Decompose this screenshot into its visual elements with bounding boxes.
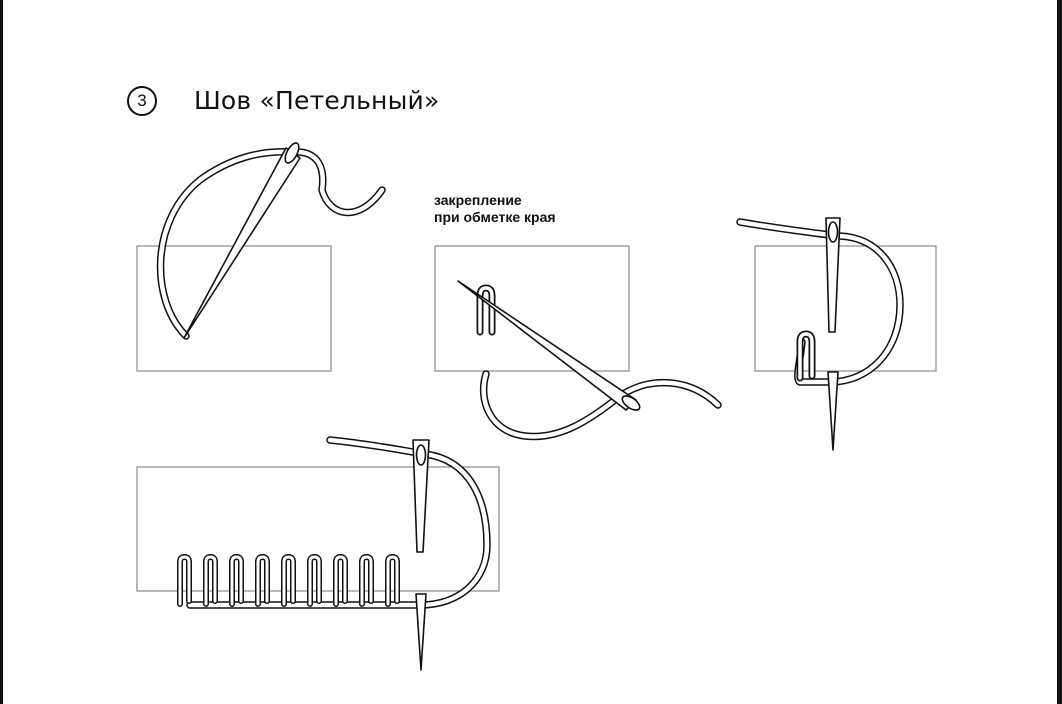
illustration-step-1 — [136, 142, 386, 372]
caption-line-2: при обметке края — [434, 209, 556, 225]
page-title: Шов «Петельный» — [194, 86, 440, 115]
step-number-badge: 3 — [127, 86, 157, 116]
needle-3-eye — [827, 221, 839, 243]
thread-4 — [187, 437, 490, 608]
page-right-border — [1057, 0, 1062, 704]
fabric-piece-3 — [754, 245, 937, 372]
thread-1 — [158, 149, 385, 339]
step-number: 3 — [137, 91, 147, 110]
needle-3-lower-icon — [827, 371, 839, 451]
loop-3 — [798, 332, 814, 380]
illustration-step-2 — [434, 245, 722, 441]
thread-2 — [481, 371, 721, 439]
needle-4-eye — [415, 444, 427, 466]
needle-3-upper-icon — [825, 217, 841, 333]
page-left-border — [0, 0, 3, 704]
needle-2-eye — [621, 395, 641, 411]
anchoring-caption: закрепление при обметке края — [434, 192, 556, 226]
illustration-step-3 — [736, 217, 937, 451]
needle-1-eye — [284, 142, 300, 164]
needle-4-lower-icon — [415, 593, 427, 671]
needle-4-upper-icon — [412, 439, 430, 553]
fabric-piece-2 — [434, 245, 630, 372]
loop-2 — [478, 286, 494, 334]
caption-line-1: закрепление — [434, 192, 522, 208]
illustration-step-4 — [136, 436, 500, 671]
